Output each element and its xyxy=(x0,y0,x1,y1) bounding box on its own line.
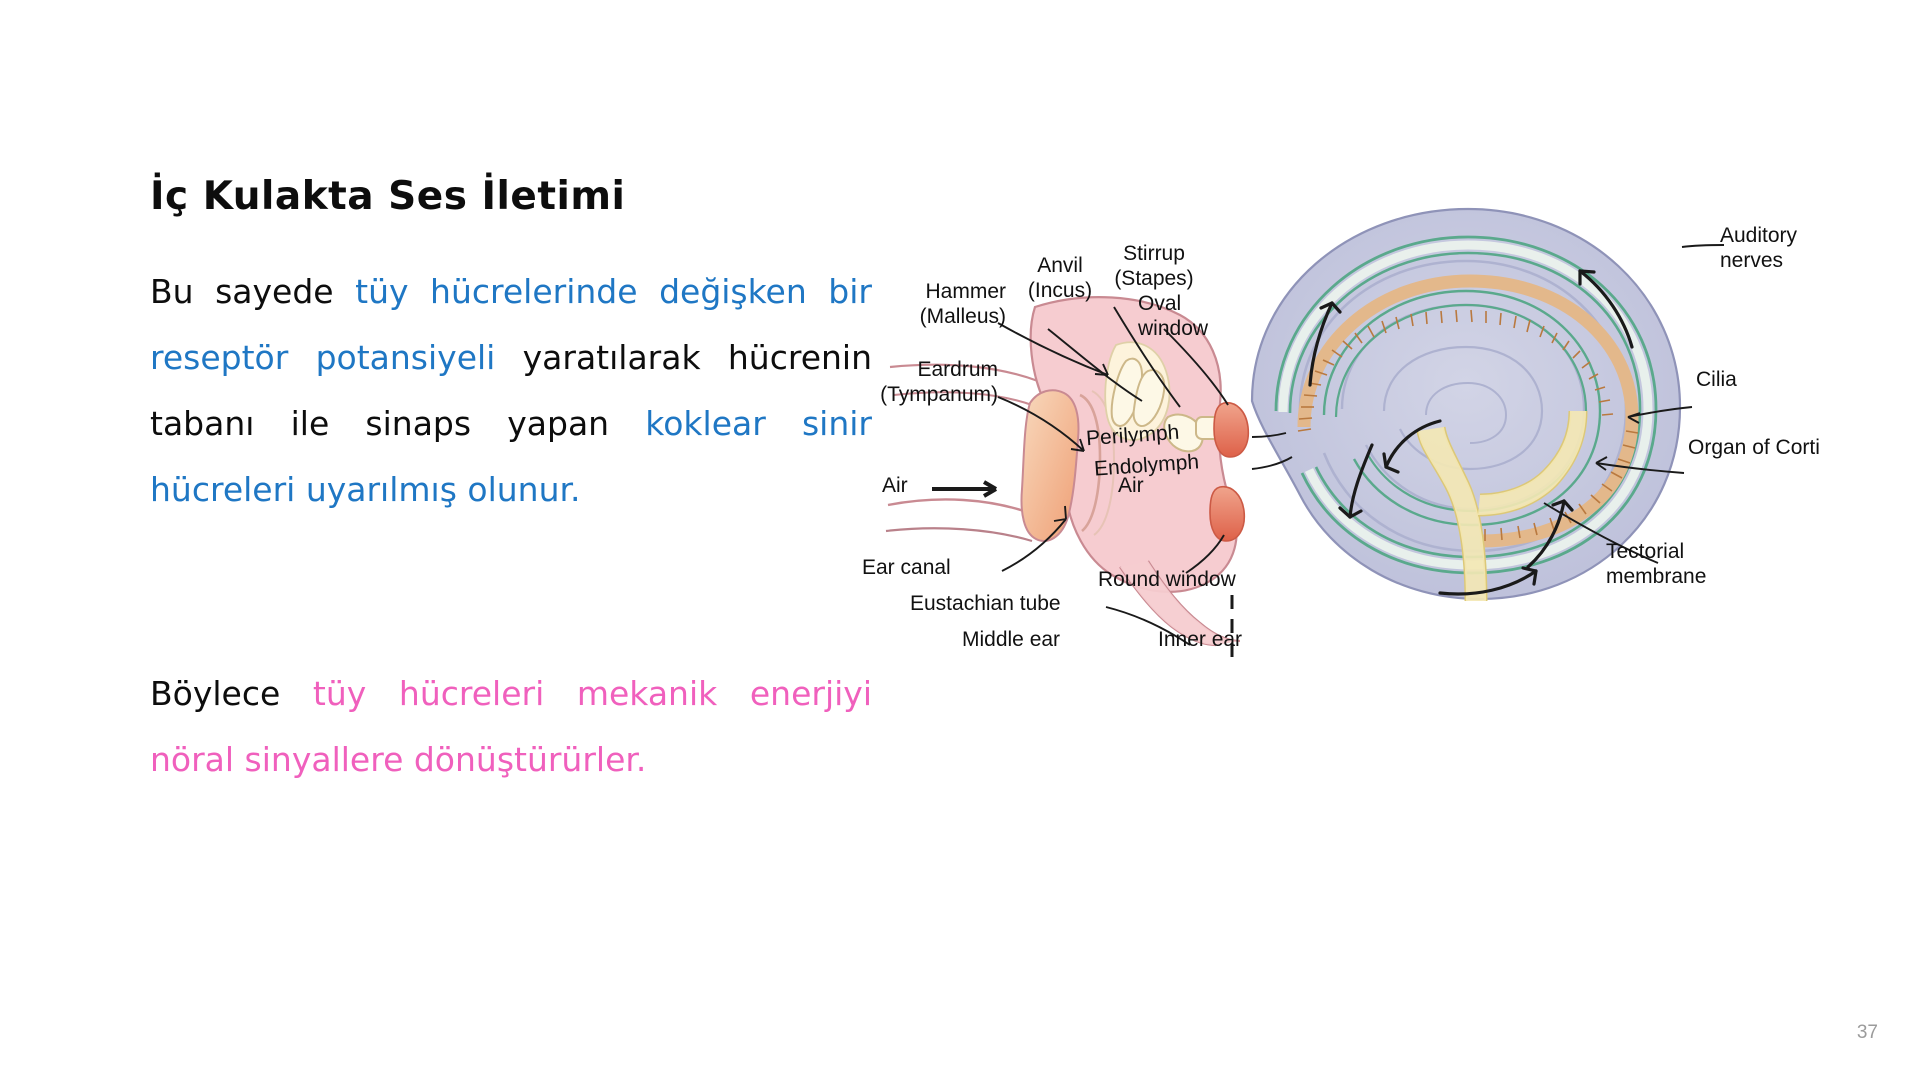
label-inner-ear: Inner ear xyxy=(1158,628,1243,651)
cilia-hatching xyxy=(1297,309,1614,432)
label-round-window: Round window xyxy=(1098,568,1236,591)
text-run-black: yaratılarak hücrenin tabanı ile sinaps y… xyxy=(150,337,872,443)
ear-anatomy-diagram: Hammer (Malleus) Anvil (Incus) Stirrup (… xyxy=(862,195,1890,685)
text-run-black: Bu sayede xyxy=(150,271,356,311)
label-ear-canal: Ear canal xyxy=(862,556,951,579)
label-air-left: Air xyxy=(882,474,908,497)
label-tectorial-membrane: Tectorial membrane xyxy=(1606,540,1707,588)
label-auditory-nerves: Auditory nerves xyxy=(1720,224,1798,272)
leader-lines xyxy=(932,244,1725,657)
label-eardrum-tympanum: Eardrum (Tympanum) xyxy=(880,358,998,406)
paragraph-2: Böylece tüy hücreleri mekanik enerjiyi n… xyxy=(150,661,872,793)
page-number: 37 xyxy=(1856,1022,1878,1043)
text-content-column: İç Kulakta Ses İletimi Bu sayede tüy hüc… xyxy=(150,174,872,793)
sound-flow-arrows xyxy=(1308,269,1634,596)
ear-anatomy-illustration xyxy=(885,207,1725,657)
text-run-blue: koklear sinir hücreleri uyarılmış olunur… xyxy=(150,403,872,509)
page-title: İç Kulakta Ses İletimi xyxy=(150,174,626,219)
label-eustachian-tube: Eustachian tube xyxy=(910,592,1061,615)
label-cilia: Cilia xyxy=(1696,368,1737,391)
middle-ear-tissue-group xyxy=(885,296,1250,647)
text-run-blue: tüy hücrelerinde değişken bir reseptör p… xyxy=(150,271,872,377)
cochlea-spiral-group xyxy=(1250,207,1682,602)
paragraph-1: Bu sayede tüy hücrelerinde değişken bir … xyxy=(150,259,872,523)
auditory-nerve-fibers xyxy=(1416,410,1588,602)
text-run-pink: tüy hücreleri mekanik enerjiyi nöral sin… xyxy=(150,673,873,779)
label-hammer-malleus: Hammer (Malleus) xyxy=(919,280,1006,328)
label-middle-ear: Middle ear xyxy=(962,628,1061,651)
label-oval-window: Oval window xyxy=(1138,292,1209,340)
label-air-middle: Air xyxy=(1118,474,1144,497)
text-run-black: Böylece xyxy=(150,673,313,713)
label-anvil-incus: Anvil (Incus) xyxy=(1027,254,1093,302)
label-organ-of-corti: Organ of Corti xyxy=(1688,436,1820,459)
label-stirrup-stapes: Stirrup (Stapes) xyxy=(1114,242,1194,290)
